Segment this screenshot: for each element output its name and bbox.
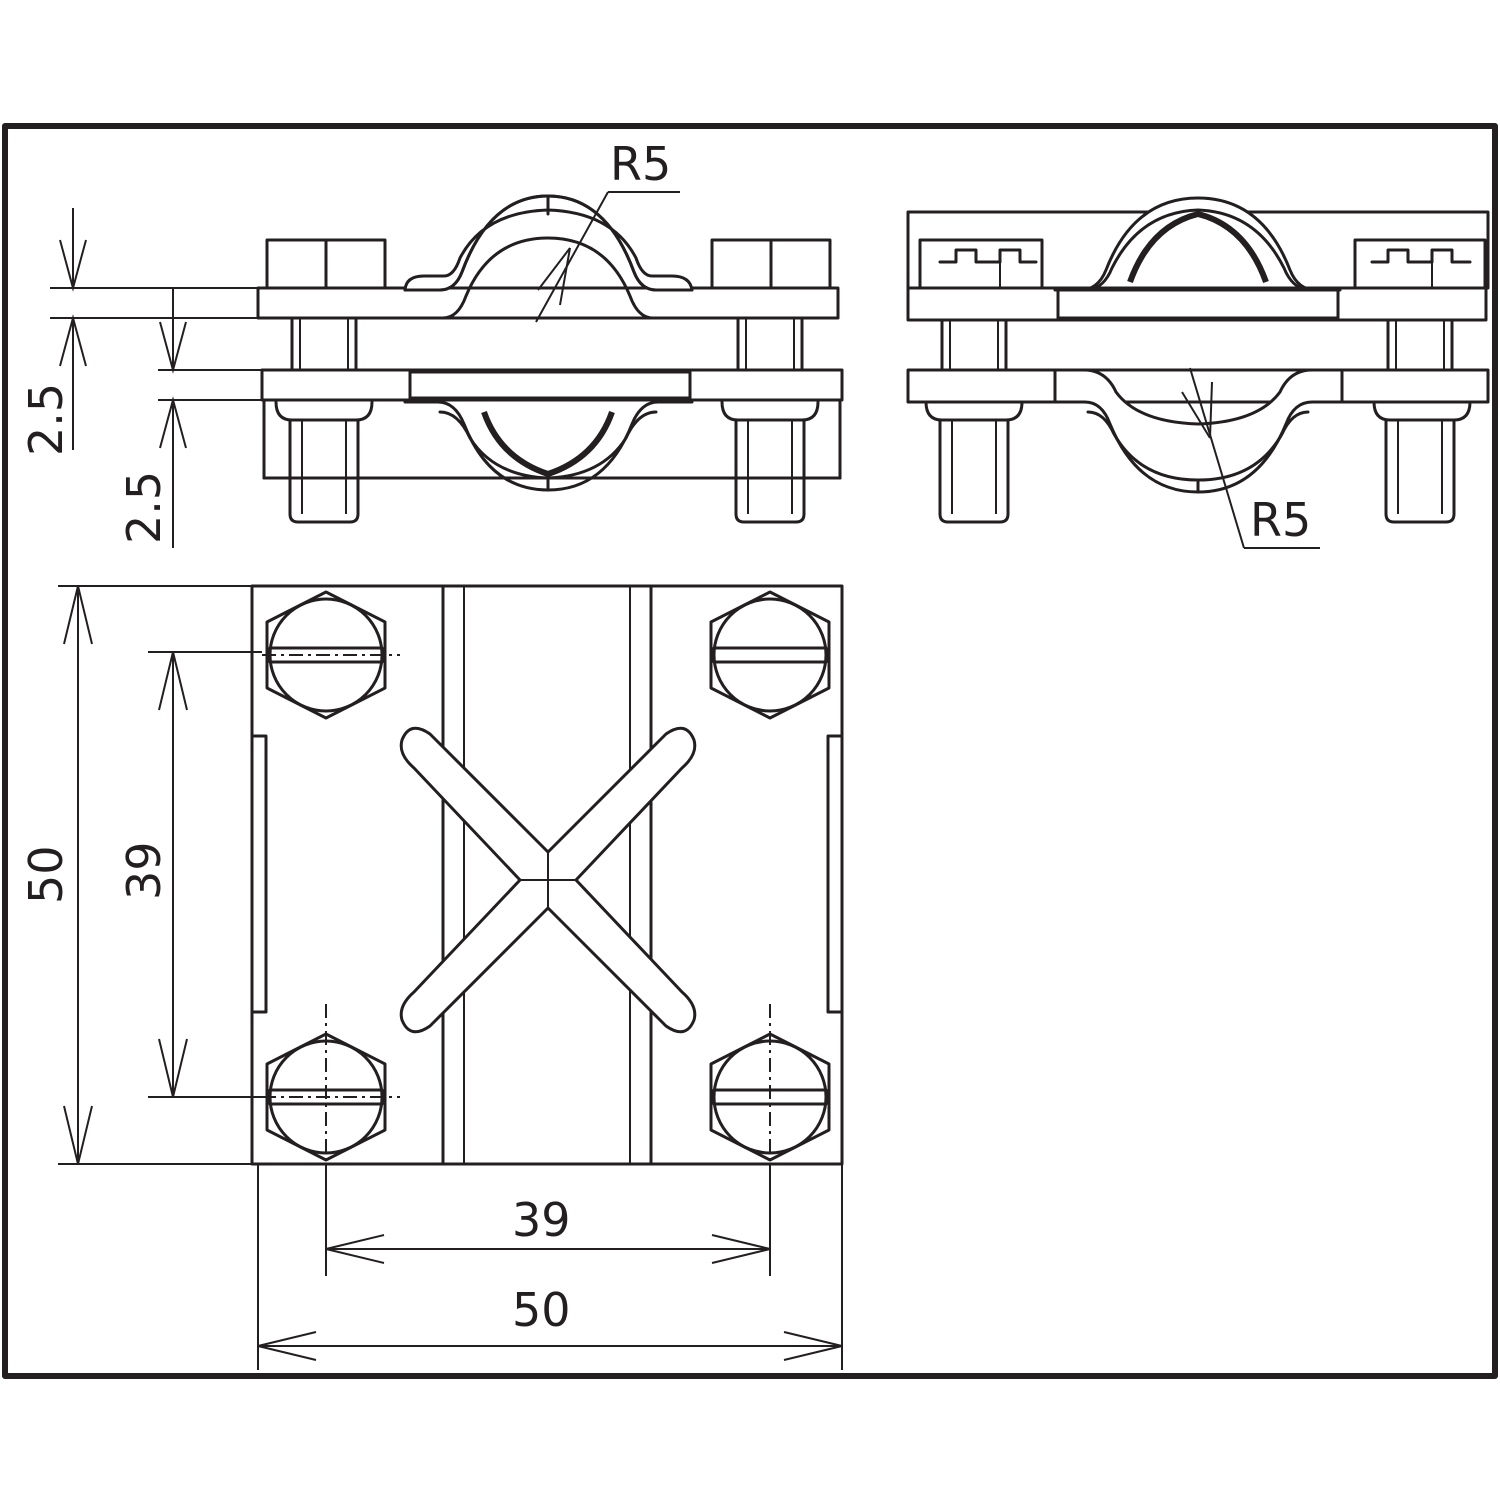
plan-view xyxy=(250,584,844,1170)
thickness-label-lower: 2.5 xyxy=(117,471,171,544)
height-bolt-spacing-label: 39 xyxy=(117,841,171,900)
cross-rib xyxy=(399,726,697,1034)
front-right-nut xyxy=(720,400,820,422)
side-top-plate xyxy=(906,286,1488,322)
front-lower-plate xyxy=(260,368,844,402)
front-top-plate xyxy=(256,286,840,320)
dimension-lines xyxy=(50,208,843,1370)
front-view xyxy=(256,191,844,524)
thickness-label-upper: 2.5 xyxy=(19,383,73,456)
width-bolt-spacing-label: 39 xyxy=(512,1193,571,1247)
radius-label-top: R5 xyxy=(610,137,671,191)
height-total-label: 50 xyxy=(19,845,73,904)
side-view xyxy=(906,196,1490,549)
plan-bolt-bottom-right xyxy=(709,1004,831,1170)
plan-bolt-top-left xyxy=(262,590,400,720)
front-right-bolt-head xyxy=(710,238,832,290)
side-left-bolt-head xyxy=(918,238,1044,290)
drawing-frame xyxy=(2,123,1498,1379)
radius-label-bottom: R5 xyxy=(1250,493,1311,547)
front-left-stud-upper xyxy=(290,316,358,372)
front-lower-saddle-flat xyxy=(408,370,692,400)
front-right-bolt-end xyxy=(734,418,806,524)
front-left-nut xyxy=(274,400,374,422)
plan-bolt-top-right xyxy=(709,590,831,720)
side-lower-plate xyxy=(906,368,1490,404)
plan-bolt-bottom-left xyxy=(262,1004,400,1170)
width-total-label: 50 xyxy=(512,1283,571,1337)
front-left-bolt-end xyxy=(288,418,360,524)
side-right-bolt-head xyxy=(1353,238,1487,290)
front-left-bolt-head xyxy=(265,238,387,290)
front-right-stud-upper xyxy=(736,316,804,372)
